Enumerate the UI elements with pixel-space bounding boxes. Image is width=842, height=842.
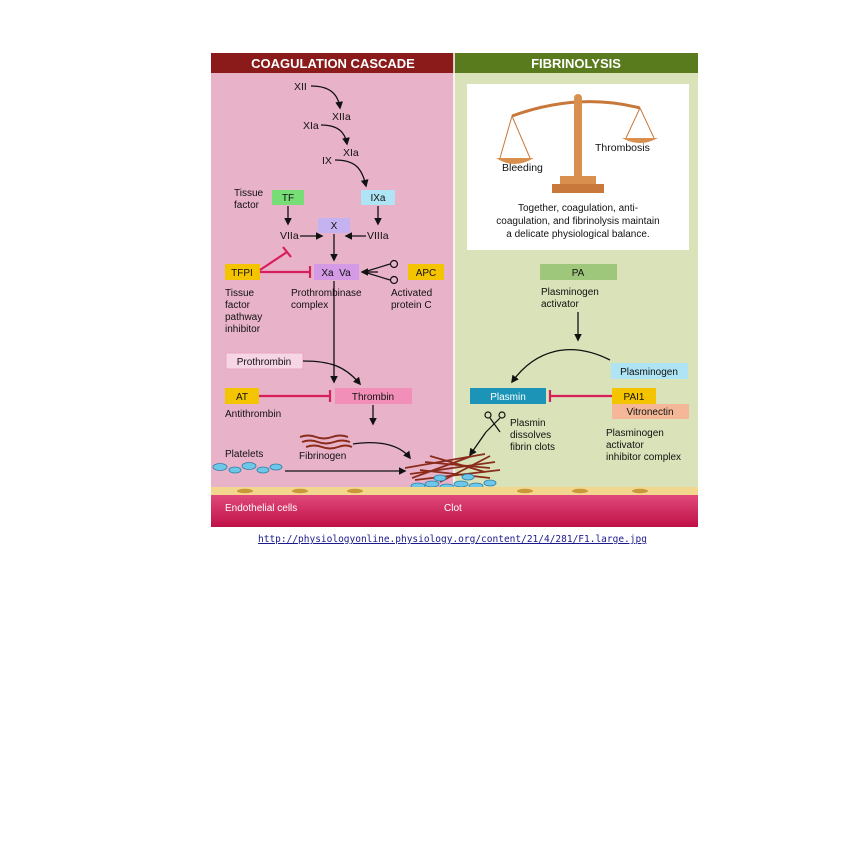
- svg-text:Together, coagulation, anti-: Together, coagulation, anti-: [518, 203, 638, 214]
- antithrombin-label: Antithrombin: [225, 409, 281, 420]
- x-label: X: [331, 221, 338, 232]
- label-ix: IX: [322, 155, 332, 167]
- plasminogen-label: Plasminogen: [620, 367, 678, 378]
- scale-icon: [496, 94, 658, 193]
- svg-text:Plasmin: Plasmin: [510, 418, 546, 429]
- fibrinogen-label: Fibrinogen: [299, 451, 346, 462]
- x-box: [318, 218, 350, 233]
- tfpi-inhibits-viia: [259, 251, 288, 271]
- svg-text:activator: activator: [541, 299, 579, 310]
- plasminogen-box: [611, 363, 688, 379]
- xa-va-label: Xa Va: [321, 268, 351, 279]
- tissue-factor-label: Tissue factor: [234, 188, 264, 211]
- apc-label: APC: [416, 268, 437, 279]
- apc-box: [408, 264, 444, 280]
- endothelial-layer: [211, 487, 698, 495]
- endothelial-nuclei: [237, 488, 648, 494]
- balance-caption: Together, coagulation, anti- coagulation…: [496, 203, 659, 240]
- ixa-label: IXa: [370, 193, 385, 204]
- svg-text:inhibitor: inhibitor: [225, 324, 261, 335]
- tf-label: TF: [282, 193, 294, 204]
- fibrinogen-strands: [299, 434, 353, 450]
- platelets-cluster: [212, 462, 283, 474]
- pa-label: PA: [572, 268, 585, 279]
- label-xia-2: XIa: [343, 147, 359, 159]
- scissors-icon: [363, 259, 399, 285]
- label-xiia: XIIa: [332, 111, 351, 123]
- svg-text:dissolves: dissolves: [510, 430, 551, 441]
- plasmin-box: [470, 388, 546, 404]
- plasmin-scissors-icon: [484, 411, 506, 433]
- fibrinolysis-header: [454, 53, 698, 73]
- tfpi-box: [225, 264, 260, 280]
- label-xii: XII: [294, 81, 307, 93]
- apc-description: Activated protein C: [391, 288, 432, 311]
- plasmin-label: Plasmin: [490, 392, 526, 403]
- pai1-box: [612, 388, 656, 404]
- tfpi-description: Tissue factor pathway inhibitor: [225, 288, 262, 335]
- svg-text:coagulation, and fibrinolysis: coagulation, and fibrinolysis maintain: [496, 216, 659, 227]
- svg-text:fibrin clots: fibrin clots: [510, 442, 555, 453]
- source-link[interactable]: http://physiologyonline.physiology.org/c…: [258, 534, 647, 545]
- thrombin-box: [335, 388, 412, 404]
- svg-text:inhibitor complex: inhibitor complex: [606, 452, 681, 463]
- prothrombinase-description: Prothrombinase complex: [291, 288, 362, 311]
- coagulation-title: COAGULATION CASCADE: [251, 56, 415, 71]
- label-xia-1: XIa: [303, 120, 319, 132]
- tissue-layer: [211, 495, 698, 527]
- ixa-box: [361, 190, 395, 205]
- svg-text:complex: complex: [291, 300, 328, 311]
- at-box: [225, 388, 259, 404]
- pa-box: [540, 264, 617, 280]
- endothelial-cells-label: Endothelial cells: [225, 503, 297, 514]
- coagulation-header: [211, 53, 454, 73]
- svg-text:Tissue: Tissue: [225, 288, 255, 299]
- svg-text:factor: factor: [225, 300, 251, 311]
- svg-text:a delicate physiological balan: a delicate physiological balance.: [506, 229, 649, 240]
- viia-label: VIIa: [280, 230, 299, 242]
- svg-text:Plasminogen: Plasminogen: [606, 428, 664, 439]
- tf-box: [272, 190, 304, 205]
- thrombosis-label: Thrombosis: [595, 142, 650, 154]
- plasmin-description: Plasmin dissolves fibrin clots: [510, 418, 555, 453]
- svg-text:protein C: protein C: [391, 300, 432, 311]
- tfpi-label: TFPI: [231, 268, 253, 279]
- clot-label: Clot: [444, 503, 462, 514]
- at-label: AT: [236, 392, 248, 403]
- vitronectin-label: Vitronectin: [626, 407, 673, 418]
- bleeding-label: Bleeding: [502, 162, 543, 174]
- svg-text:Plasminogen: Plasminogen: [541, 287, 599, 298]
- pa-description: Plasminogen activator: [541, 287, 599, 310]
- svg-text:activator: activator: [606, 440, 644, 451]
- platelets-label: Platelets: [225, 449, 263, 460]
- svg-text:Activated: Activated: [391, 288, 432, 299]
- fibrinolysis-title: FIBRINOLYSIS: [531, 56, 621, 71]
- svg-text:Tissue: Tissue: [234, 188, 264, 199]
- svg-text:pathway: pathway: [225, 312, 262, 323]
- viiia-label: VIIIa: [367, 230, 389, 242]
- svg-text:Prothrombinase: Prothrombinase: [291, 288, 362, 299]
- clot-fibrin-mesh: [404, 453, 501, 483]
- xa-va-box: [314, 264, 359, 280]
- pai1-label: PAI1: [624, 392, 645, 403]
- pai-description: Plasminogen activator inhibitor complex: [606, 428, 681, 463]
- vitronectin-box: [612, 404, 689, 419]
- prothrombin-label: Prothrombin: [237, 357, 291, 368]
- thrombin-label: Thrombin: [352, 392, 394, 403]
- svg-text:factor: factor: [234, 200, 260, 211]
